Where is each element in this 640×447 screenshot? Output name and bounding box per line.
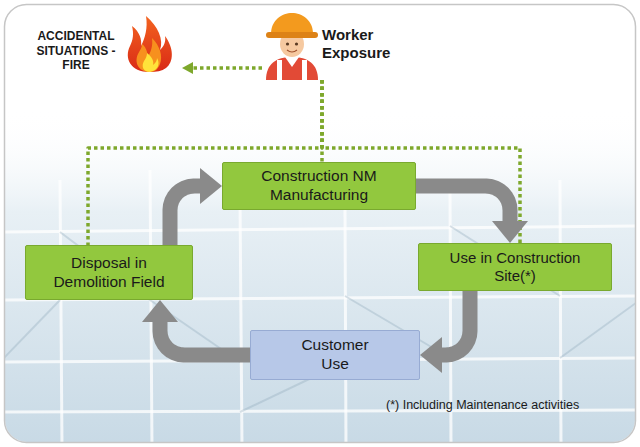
worker-collar [285,57,299,67]
flame-middle [137,38,162,72]
node-text: Customer Use [295,336,375,373]
frame-border [5,5,636,443]
event-label: ACCIDENTAL SITUATIONS - FIRE [22,18,182,84]
steel-column [345,210,346,442]
node-text: Disposal in Demolition Field [39,254,179,291]
steel-column [240,200,242,442]
node-text: Construction NM Manufacturing [234,167,404,204]
steel-brace [5,300,60,362]
node-text: Use in Construction Site(*) [440,249,590,285]
hard-hat [271,13,313,34]
node-text: ACCIDENTAL SITUATIONS - FIRE [26,29,126,72]
hat-brim [266,32,318,38]
fire-icon [128,16,172,72]
flow-arrow [170,186,200,245]
flame-core [143,53,159,72]
vest-stripe [277,60,282,80]
steel-braces [5,226,635,412]
exposure-link [193,66,262,70]
process-box: Use in Construction Site(*) [418,243,612,291]
process-box: Customer Use [250,330,420,380]
flow-arrow [160,322,250,355]
flame-outer [128,16,172,72]
photo-tint [5,110,635,442]
steel-column [150,170,152,442]
worker-mouth [287,50,297,52]
flow-arrow [416,186,510,221]
worker-eye [295,42,298,45]
building-photo [5,110,635,442]
footnote-text: (*) Including Maintenance activities [386,398,579,412]
process-box: Disposal in Demolition Field [25,245,193,300]
node-text: Worker Exposure [322,26,400,62]
steel-brace [560,300,635,358]
steel-beam [5,226,635,232]
worker-icon [266,13,318,80]
process-box: Construction NM Manufacturing [222,162,416,210]
worker-body [266,57,318,80]
steel-beams [5,170,635,442]
actor-label: Worker Exposure [258,8,398,80]
steel-column [60,180,62,442]
flow-arrow [442,291,470,355]
vest-stripe [302,60,307,80]
worker-eye [286,42,289,45]
